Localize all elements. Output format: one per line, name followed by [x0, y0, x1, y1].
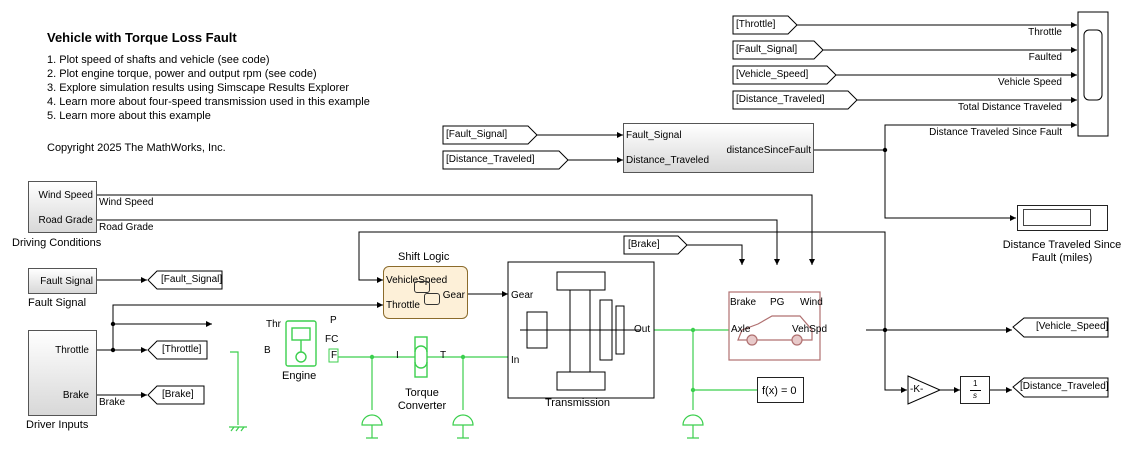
engine-block[interactable] [286, 321, 316, 366]
torque-converter-t-port: T [440, 350, 447, 361]
integrator-denominator: s [973, 391, 977, 400]
display-window [1023, 209, 1091, 226]
port-throttle: Throttle [55, 345, 89, 356]
vehicle-wind-port: Wind [800, 297, 823, 308]
gain-block[interactable]: -K- [907, 375, 942, 405]
from-tag-shapes [442, 15, 858, 255]
driver-inputs-name: Driver Inputs [26, 419, 89, 431]
port-fault-signal: Fault_Signal [626, 130, 682, 141]
scope-block[interactable] [1078, 12, 1108, 136]
port-vehicle-speed: VehicleSpeed [386, 275, 448, 286]
engine-p-port: P [330, 315, 337, 326]
link-plot-engine[interactable]: 2. Plot engine torque, power and output … [47, 68, 317, 80]
vehicle-icon [728, 291, 821, 361]
port-road-grade: Road Grade [38, 215, 93, 226]
distance-display-name: Distance Traveled Since Fault (miles) [1002, 239, 1122, 264]
copyright: Copyright 2025 The MathWorks, Inc. [47, 142, 226, 154]
vehicle-axle-port: Axle [731, 324, 751, 335]
model-title: Vehicle with Torque Loss Fault [47, 30, 237, 45]
road-grade-signal-label: Road Grade [99, 222, 154, 233]
port-brake: Brake [62, 390, 89, 401]
port-distance-since-fault: distanceSinceFault [726, 145, 812, 156]
physical-dots [369, 327, 696, 393]
driving-conditions-name: Driving Conditions [12, 237, 102, 249]
brake-signal-label: Brake [99, 397, 126, 408]
from-fault-signal[interactable]: [Fault_Signal] [736, 44, 798, 55]
shift-logic-block[interactable]: VehicleSpeed Throttle Gear [383, 266, 468, 319]
port-wind-speed: Wind Speed [38, 190, 93, 201]
shift-logic-name: Shift Logic [398, 251, 450, 263]
engine-thr-port: Thr [266, 319, 281, 330]
gain-label: -K- [910, 384, 924, 395]
port-distance-traveled: Distance_Traveled [626, 155, 710, 166]
link-results-explorer[interactable]: 3. Explore simulation results using Sims… [47, 82, 350, 94]
distance-display-block[interactable] [1017, 205, 1108, 231]
torque-converter-icon [414, 336, 428, 378]
torque-converter-name: Torque Converter [397, 387, 447, 412]
port-throttle-in: Throttle [386, 300, 420, 311]
link-about-example[interactable]: 5. Learn more about this example [47, 110, 211, 122]
engine-f-port: F [331, 350, 338, 361]
transmission-block[interactable] [508, 262, 654, 398]
from-fault-signal-2[interactable]: [Fault_Signal] [446, 129, 508, 140]
engine-name: Engine [282, 370, 317, 382]
from-vehicle-speed[interactable]: [Vehicle_Speed] [736, 69, 809, 80]
vehicle-vehspd-port: VehSpd [792, 324, 828, 335]
transmission-out-port: Out [634, 324, 651, 335]
from-distance-traveled[interactable]: [Distance_Traveled] [736, 94, 825, 105]
fault-signal-block[interactable]: Fault Signal [28, 268, 97, 294]
goto-tag-shapes [147, 270, 1109, 405]
goto-fault-signal[interactable]: [Fault_Signal] [161, 274, 223, 285]
transmission-in-port: In [511, 355, 520, 366]
integrator-block[interactable]: 1 s [960, 376, 990, 404]
torque-converter-block[interactable] [415, 337, 427, 377]
gain-triangle-icon [907, 375, 942, 405]
link-plot-speed[interactable]: 1. Plot speed of shafts and vehicle (see… [47, 54, 270, 66]
goto-brake[interactable]: [Brake] [162, 389, 194, 400]
engine-icon [285, 320, 317, 367]
integrator-fraction-bar [970, 390, 981, 391]
solver-label: f(x) = 0 [762, 385, 797, 397]
signal-lines [97, 22, 1077, 398]
goto-throttle[interactable]: [Throttle] [162, 344, 202, 355]
distance-since-fault-block[interactable]: Fault_Signal Distance_Traveled distanceS… [623, 123, 814, 173]
from-throttle[interactable]: [Throttle] [736, 19, 776, 30]
junction-dots [110, 147, 888, 353]
from-distance-traveled-2[interactable]: [Distance_Traveled] [446, 154, 535, 165]
stateflow-state-icon [424, 293, 440, 305]
vehicle-brake-port: Brake [730, 297, 757, 308]
from-brake[interactable]: [Brake] [628, 239, 660, 250]
vehicle-block[interactable] [729, 292, 820, 360]
fault-signal-name: Fault Signal [28, 297, 87, 309]
transmission-name: Transmission [545, 397, 610, 409]
vehicle-pg-port: PG [770, 297, 785, 308]
engine-fuel-rate-icon [328, 348, 339, 363]
scope-icon [1077, 11, 1109, 137]
transmission-icon [507, 261, 655, 399]
driving-conditions-block[interactable]: Wind Speed Road Grade [28, 181, 97, 233]
torque-converter-i-port: I [396, 350, 399, 361]
port-gear-out: Gear [442, 290, 465, 301]
scope-label-throttle: Throttle [1028, 27, 1062, 38]
port-fault-signal-out: Fault Signal [40, 276, 93, 287]
transmission-gear-port: Gear [511, 290, 534, 301]
scope-label-distance-since-fault: Distance Traveled Since Fault [929, 127, 1062, 138]
integrator-numerator: 1 [973, 379, 978, 388]
solver-configuration-block[interactable]: f(x) = 0 [757, 377, 804, 403]
scope-label-total-distance: Total Distance Traveled [958, 102, 1062, 113]
engine-fc-port: FC [325, 334, 339, 345]
link-transmission[interactable]: 4. Learn more about four-speed transmiss… [47, 96, 370, 108]
stateflow-chart-icon [414, 281, 430, 293]
driver-inputs-block[interactable]: Throttle Brake [28, 330, 97, 416]
scope-label-faulted: Faulted [1028, 52, 1062, 63]
scope-label-vehicle-speed: Vehicle Speed [998, 77, 1062, 88]
engine-b-port: B [264, 345, 271, 356]
goto-vehicle-speed[interactable]: [Vehicle_Speed] [1036, 321, 1109, 332]
mechanical-references [229, 414, 704, 439]
goto-distance-traveled[interactable]: [Distance_Traveled] [1020, 381, 1109, 392]
wind-speed-signal-label: Wind Speed [99, 197, 154, 208]
